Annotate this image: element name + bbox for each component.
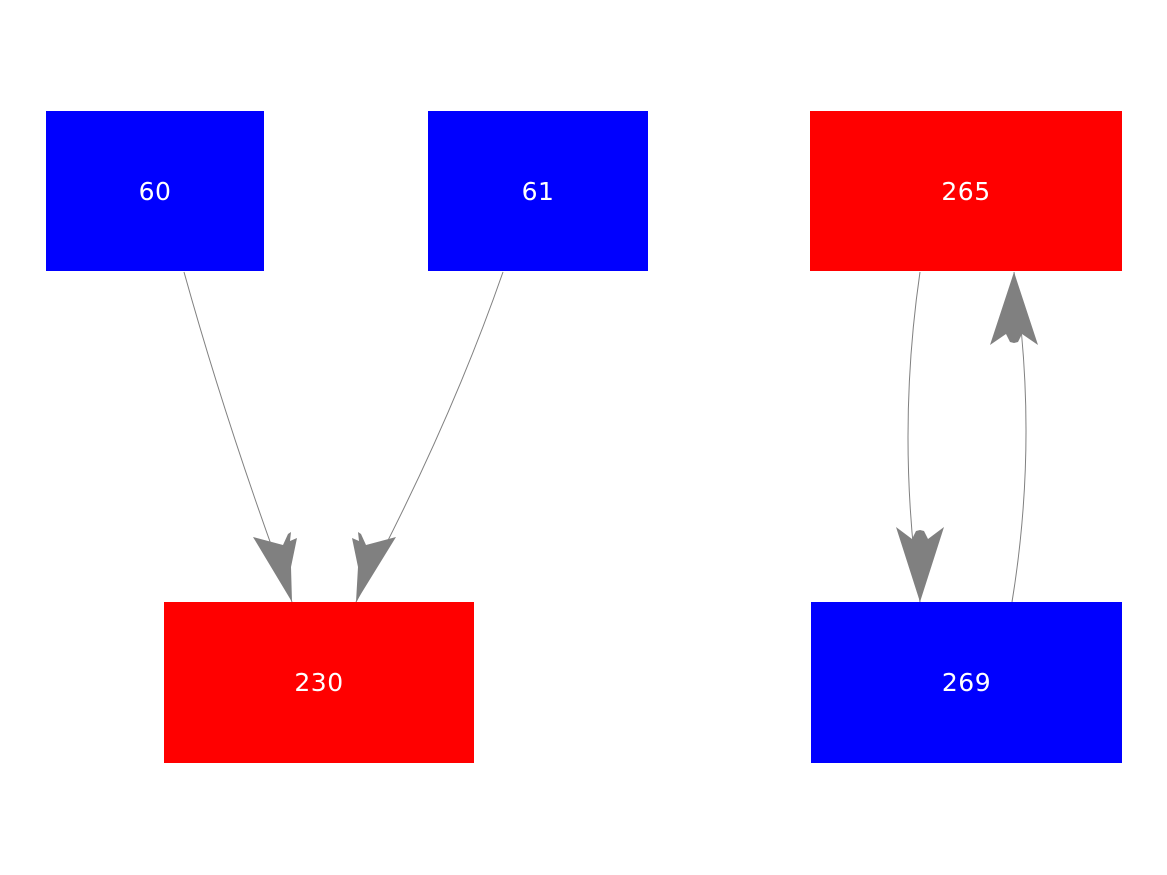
- node-label-269: 269: [941, 668, 992, 697]
- node-60[interactable]: 60: [46, 111, 264, 271]
- node-61[interactable]: 61: [428, 111, 648, 271]
- edge-60-to-230: [183, 271, 297, 603]
- edge-265-to-269: [896, 271, 944, 603]
- node-label-61: 61: [521, 176, 555, 206]
- edge-61-to-230: [352, 271, 504, 603]
- node-label-60: 60: [138, 176, 172, 206]
- edge-269-to-265: [990, 271, 1038, 603]
- arrowhead-269-265: [990, 272, 1038, 345]
- arrowhead-60-230: [253, 532, 297, 602]
- node-label-230: 230: [294, 668, 344, 697]
- node-label-265: 265: [941, 176, 991, 206]
- arrowhead-61-230: [352, 532, 396, 602]
- arrowhead-265-269: [896, 527, 944, 602]
- node-230[interactable]: 230: [164, 602, 474, 763]
- node-269[interactable]: 269: [811, 602, 1122, 763]
- node-265[interactable]: 265: [810, 111, 1122, 271]
